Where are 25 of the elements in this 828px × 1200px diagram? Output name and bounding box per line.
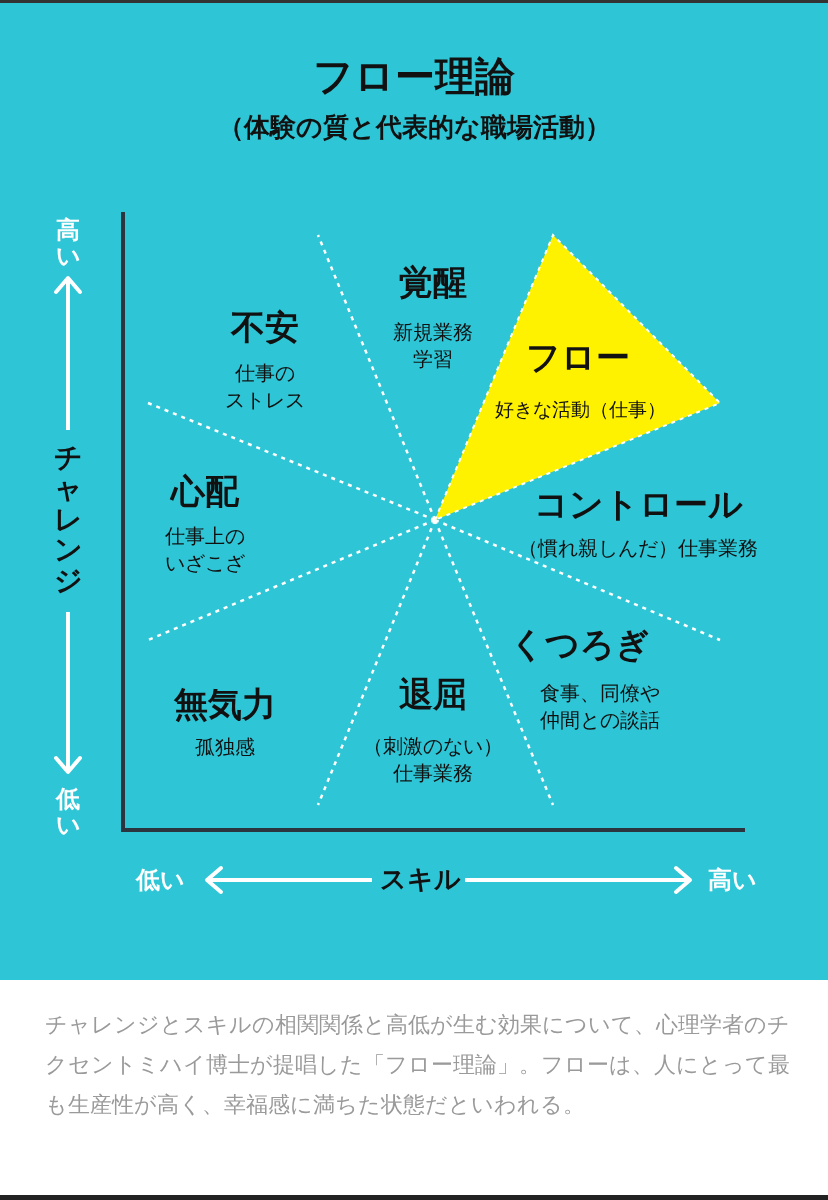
sector-description: 新規業務学習 — [393, 319, 473, 373]
sector-description: 食事、同僚や仲間との談話 — [540, 680, 660, 734]
sector-label: 退屈 — [399, 673, 467, 717]
axis-label: 低い — [135, 864, 185, 896]
sector-description: （慣れ親しんだ）仕事業務 — [518, 534, 758, 562]
node-heading: フロー — [526, 336, 630, 380]
sector-description: （刺激のない）仕事業務 — [363, 733, 503, 787]
sector-label: くつろぎ — [510, 623, 650, 667]
sector-label: 無気力 — [174, 683, 276, 727]
sector-label: 覚醒 — [399, 261, 467, 305]
axis-label: 高い — [55, 216, 81, 270]
axis-label: スキル — [379, 863, 461, 897]
caption: チャレンジとスキルの相関関係と高低が生む効果について、心理学者のチクセントミハイ博士が提唱した「フロー理論」。フローは、人にとって最も生産性が高く、幸福感に満ちた状態だといわれる。 — [45, 1011, 790, 1119]
sector-description: 仕事のストレス — [225, 360, 305, 414]
sector-description: 仕事上のいざこざ — [165, 523, 245, 577]
sector-description: 孤独感 — [195, 733, 255, 761]
node-text: 好きな活動（仕事） — [494, 397, 666, 423]
axis-label: 高い — [707, 864, 757, 896]
sector-label: コントロール — [533, 483, 743, 527]
sector-label: 不安 — [231, 306, 299, 350]
subtitle: （体験の質と代表的な職場活動） — [217, 111, 611, 145]
axis-label: チャレンジ — [53, 443, 83, 597]
title: フロー理論 — [313, 52, 515, 101]
axis-label: 低い — [55, 785, 81, 839]
sector-label: 心配 — [171, 470, 239, 514]
